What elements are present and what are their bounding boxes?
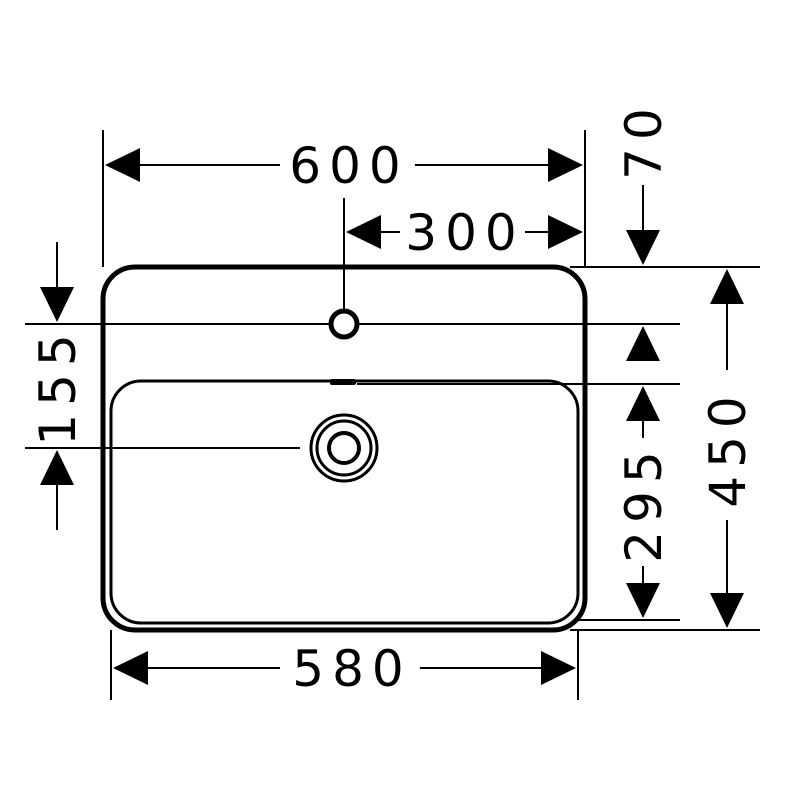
drain-inner-ring (327, 431, 361, 465)
arrow-up-icon (710, 269, 744, 304)
dimension-top-offset: 70 (615, 100, 673, 361)
dimension-overall-width: 600 (105, 137, 583, 195)
dimension-bowl-depth: 295 (615, 386, 673, 618)
drain-middle-ring (315, 419, 373, 477)
tap-hole-circle (328, 308, 360, 340)
label-600: 600 (289, 137, 408, 195)
arrow-down-icon (40, 287, 74, 322)
arrow-down-icon (710, 593, 744, 628)
arrow-up-icon (626, 386, 660, 421)
arrow-left-icon (105, 148, 140, 182)
drain-outer-ring (309, 413, 379, 483)
arrow-right-icon (541, 651, 576, 685)
overflow-slot (330, 379, 356, 385)
arrow-down-icon (626, 583, 660, 618)
tap-hole (328, 308, 360, 340)
arrow-up-icon (626, 326, 660, 361)
basin-inner-bowl (109, 379, 580, 625)
label-155: 155 (29, 326, 87, 445)
extension-lines (25, 130, 760, 700)
arrow-down-icon (626, 230, 660, 265)
label-70: 70 (615, 100, 673, 180)
label-300: 300 (405, 204, 524, 262)
dimension-tap-hole-offset: 300 (346, 204, 583, 262)
arrow-up-icon (40, 450, 74, 485)
dimension-inner-bowl-width: 580 (113, 640, 576, 698)
dimension-overall-depth: 450 (699, 269, 757, 628)
label-580: 580 (292, 640, 411, 698)
dimension-tap-to-drain: 155 (29, 242, 87, 530)
label-450: 450 (699, 388, 757, 507)
label-295: 295 (615, 443, 673, 562)
arrow-right-icon (548, 215, 583, 249)
drain (309, 413, 379, 483)
arrow-right-icon (548, 148, 583, 182)
arrow-left-icon (346, 215, 381, 249)
arrow-left-icon (113, 651, 148, 685)
